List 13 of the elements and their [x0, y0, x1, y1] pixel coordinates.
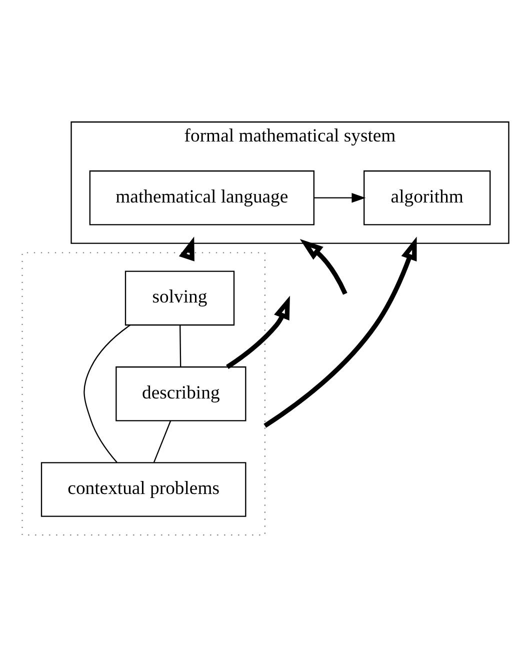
node-box: solving: [124, 270, 235, 326]
cluster: [22, 252, 266, 536]
node-box: mathematical language: [89, 170, 314, 226]
connector: [84, 324, 131, 463]
connector: [180, 325, 182, 367]
arrow: [226, 296, 290, 369]
node-box: contextual problems: [40, 462, 246, 517]
arrow: [314, 192, 366, 203]
connector: [153, 420, 172, 463]
arrow: [300, 239, 348, 295]
node-box: describing: [116, 366, 246, 422]
arrow: [264, 236, 417, 428]
node-box: algorithm: [364, 170, 491, 226]
